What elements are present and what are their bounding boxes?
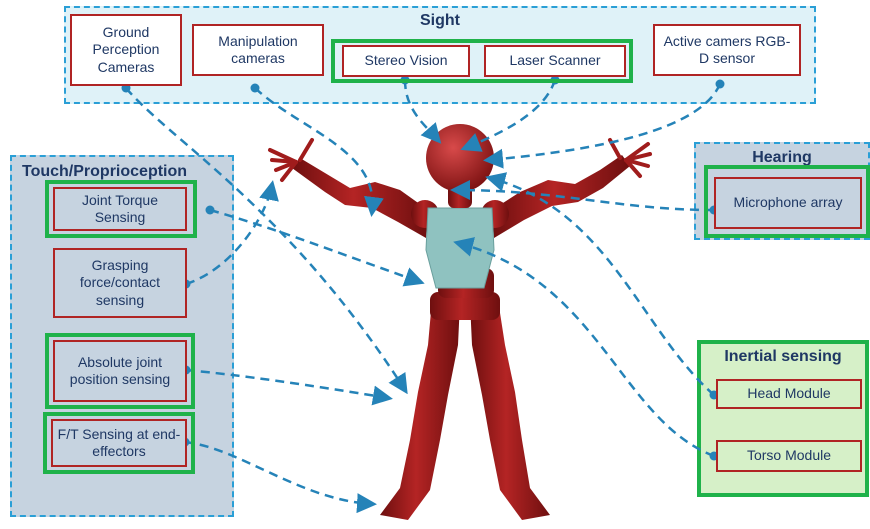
connector-head-module [485, 172, 715, 396]
hearing-title: Hearing [752, 149, 812, 166]
robot-right-leg [470, 300, 550, 520]
absolute-joint-position-box: Absolute joint position sensing [53, 340, 187, 402]
connector-manipulation [254, 87, 384, 217]
microphone-array-box: Microphone array [714, 177, 862, 229]
connector-stereo-vision [403, 79, 442, 144]
robot-left-hand [268, 138, 314, 182]
robot-left-arm [292, 158, 428, 238]
connector-torso-module [453, 237, 715, 458]
ground-perception-cameras-box: Ground Perception Cameras [70, 14, 182, 86]
connector-ground-perception [125, 87, 408, 395]
joint-torque-highlight [45, 180, 197, 238]
manipulation-cameras-box: Manipulation cameras [192, 24, 324, 76]
connector-joint-torque [209, 208, 425, 287]
torso-module-box: Torso Module [716, 440, 862, 472]
connector-absolute-joint [185, 368, 393, 406]
touch-title: Touch/Proprioception [22, 163, 188, 180]
ft-sensing-end-effectors-box: F/T Sensing at end-effectors [51, 419, 187, 467]
robot-pelvis [430, 292, 500, 320]
ft-sensing-highlight [43, 412, 195, 474]
grasping-force-contact-box: Grasping force/contact sensing [53, 248, 187, 318]
joint-torque-sensing-box: Joint Torque Sensing [53, 187, 187, 231]
stereo-laser-highlight [331, 39, 633, 83]
connector-laser-scanner [460, 79, 557, 152]
active-cameras-rgbd-box: Active camers RGB-D sensor [653, 24, 801, 76]
connector-ft-sensing [184, 440, 377, 514]
robot-right-hand [608, 138, 652, 178]
microphone-highlight [704, 165, 870, 238]
connector-active-cameras [483, 83, 722, 169]
laser-scanner-box: Laser Scanner [484, 45, 626, 77]
absolute-joint-highlight [45, 333, 195, 409]
stereo-vision-box: Stereo Vision [342, 45, 470, 77]
inertial-title: Inertial sensing [724, 348, 842, 365]
sight-title: Sight [420, 12, 460, 29]
connector-grasping [185, 180, 279, 286]
connector-microphone [450, 180, 715, 212]
head-module-box: Head Module [716, 379, 862, 409]
robot-left-leg [380, 300, 460, 520]
